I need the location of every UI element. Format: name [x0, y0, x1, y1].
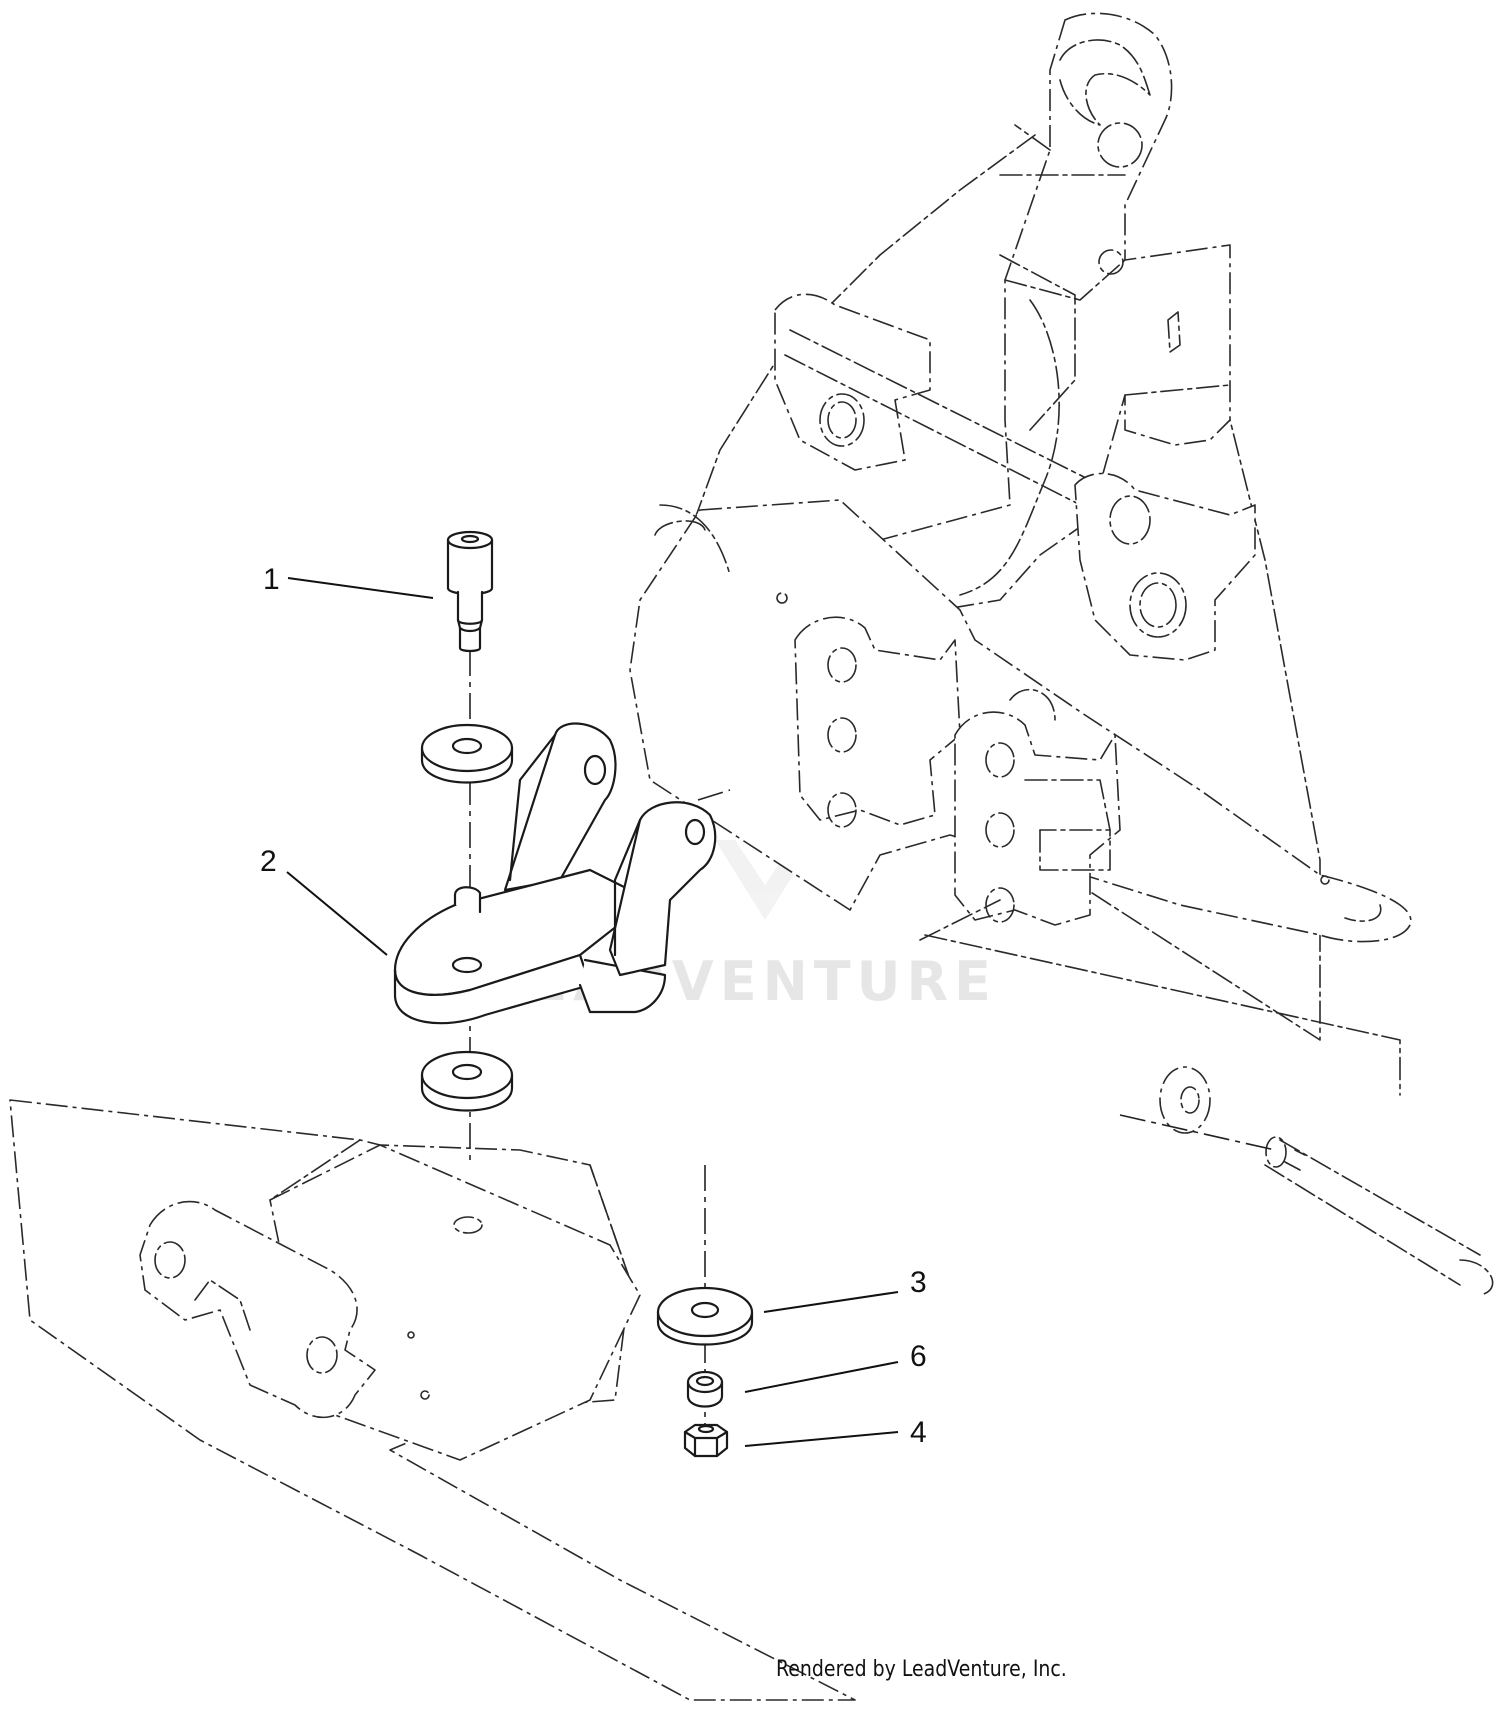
- callout-4-label: 4: [910, 1416, 927, 1449]
- callout-3-label: 3: [910, 1266, 927, 1299]
- callout-4: 4: [744, 1416, 927, 1449]
- callout-3: 3: [763, 1266, 927, 1313]
- lower-washer: [420, 1050, 514, 1112]
- callout-6-leader: [744, 1361, 899, 1393]
- pivot-plate-phantom: [629, 499, 1412, 1096]
- part-6-lock-washer: [686, 1370, 724, 1408]
- callout-2-label: 2: [260, 845, 277, 878]
- callout-3-leader: [763, 1291, 899, 1313]
- part-1-shoulder-bolt: [446, 530, 494, 653]
- part-4-hex-nut: [683, 1423, 729, 1458]
- callout-2: 2: [260, 845, 388, 956]
- upper-washer: [420, 723, 514, 784]
- callout-6-label: 6: [910, 1340, 927, 1373]
- callout-2-leader: [286, 871, 388, 956]
- render-credit: Rendered by LeadVenture, Inc.: [776, 1657, 1067, 1682]
- callout-1-label: 1: [263, 563, 280, 596]
- callout-6: 6: [744, 1340, 927, 1393]
- callout-1: 1: [263, 563, 434, 599]
- part-3-flat-washer: [656, 1286, 754, 1346]
- callout-1-leader: [287, 577, 434, 599]
- callout-4-leader: [744, 1431, 899, 1447]
- part-2-pivot-bracket: [393, 722, 717, 1025]
- lower-frame-phantom: [9, 1099, 856, 1701]
- axle-pin-phantom: [1159, 1066, 1494, 1296]
- frame-bracket-phantom: [679, 12, 1321, 1041]
